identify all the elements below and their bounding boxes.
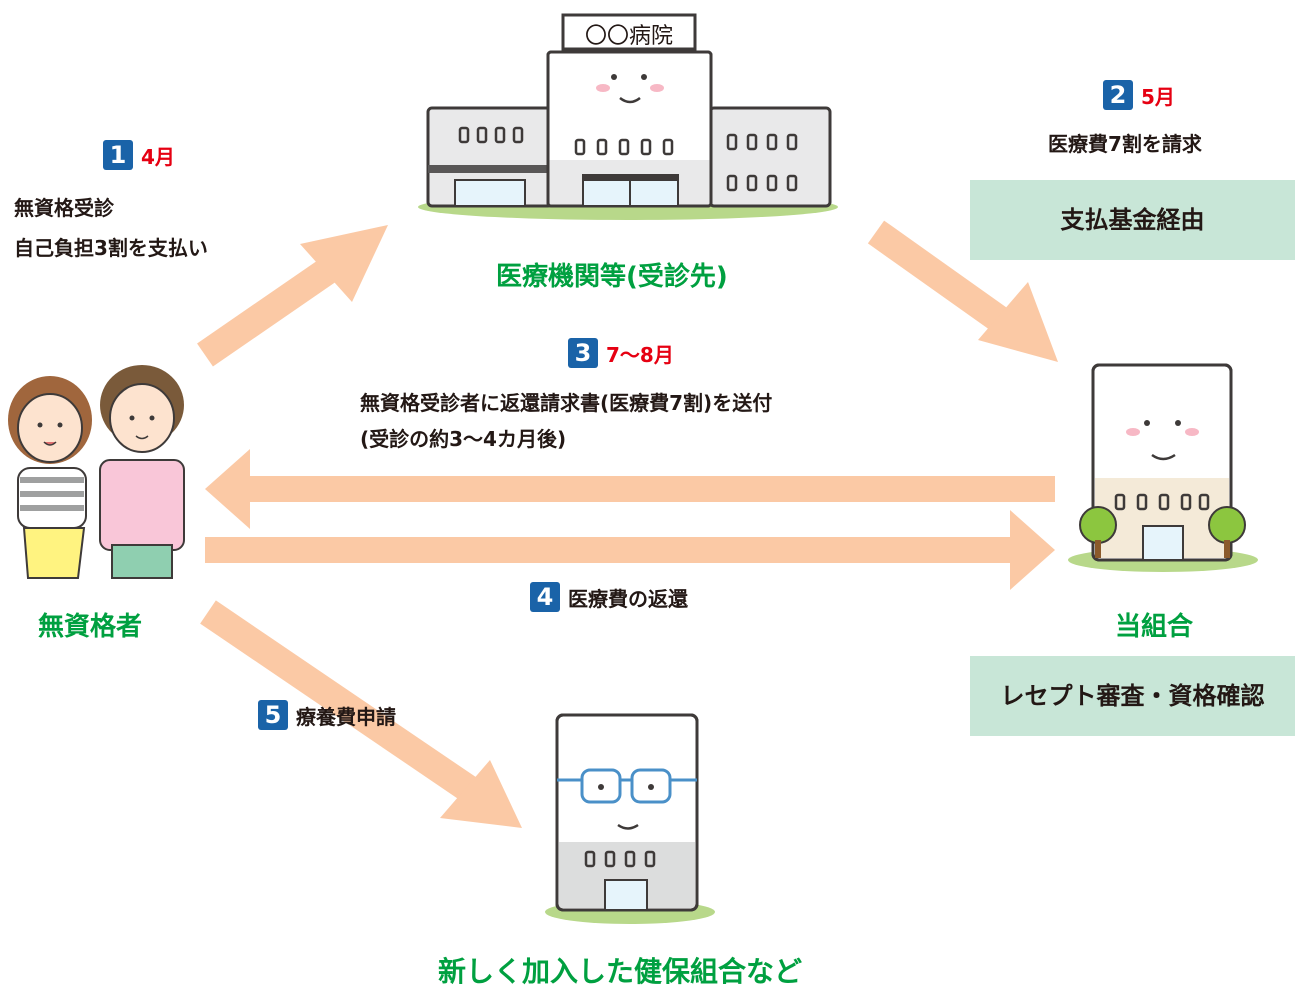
step-1-month: 4月	[141, 144, 175, 169]
arrow-to-hospital	[197, 225, 388, 367]
hospital-sign: 〇〇病院	[584, 24, 673, 49]
step-3-line-2: (受診の約3〜4カ月後)	[360, 427, 567, 451]
arrow-to-new-union	[200, 600, 522, 828]
step-2-month: 5月	[1141, 84, 1175, 109]
step-2-heading: 2 5月	[1103, 80, 1175, 110]
step-5-number: 5	[258, 700, 288, 730]
step-5-label: 療養費申請	[296, 704, 396, 729]
step-3-heading: 3 7〜8月	[568, 338, 674, 368]
hospital-label: 医療機関等(受診先)	[496, 262, 728, 292]
arrow-refund	[205, 510, 1055, 590]
new-union-building-illustration	[545, 713, 715, 924]
union-box: レセプト審査・資格確認	[970, 656, 1295, 736]
arrow-to-union	[867, 220, 1058, 362]
step-1-line-1: 無資格受診	[14, 196, 114, 220]
step-2-box: 支払基金経由	[970, 180, 1295, 260]
step-5-heading: 5 療養費申請	[258, 700, 396, 730]
union-label: 当組合	[1115, 612, 1194, 642]
step-1-heading: 1 4月	[103, 140, 175, 170]
step-4-label: 医療費の返還	[568, 586, 688, 611]
step-1-line-2: 自己負担3割を支払い	[14, 236, 208, 260]
step-2-number: 2	[1103, 80, 1133, 110]
step-4-heading: 4 医療費の返還	[530, 582, 688, 612]
step-3-month: 7〜8月	[606, 342, 674, 367]
people-label: 無資格者	[38, 612, 143, 642]
step-3-number: 3	[568, 338, 598, 368]
new-union-label: 新しく加入した健保組合など	[438, 955, 803, 988]
union-building-illustration	[1068, 363, 1258, 572]
step-3-text: 無資格受診者に返還請求書(医療費7割)を送付 (受診の約3〜4カ月後)	[360, 383, 772, 459]
step-4-number: 4	[530, 582, 560, 612]
step-1-text: 無資格受診 自己負担3割を支払い	[14, 188, 208, 268]
step-3-line-1: 無資格受診者に返還請求書(医療費7割)を送付	[360, 391, 773, 415]
step-2-text: 医療費7割を請求	[1048, 132, 1202, 156]
hospital-illustration	[418, 13, 838, 220]
people-illustration	[8, 365, 185, 579]
step-1-number: 1	[103, 140, 133, 170]
arrow-to-people	[205, 449, 1055, 529]
